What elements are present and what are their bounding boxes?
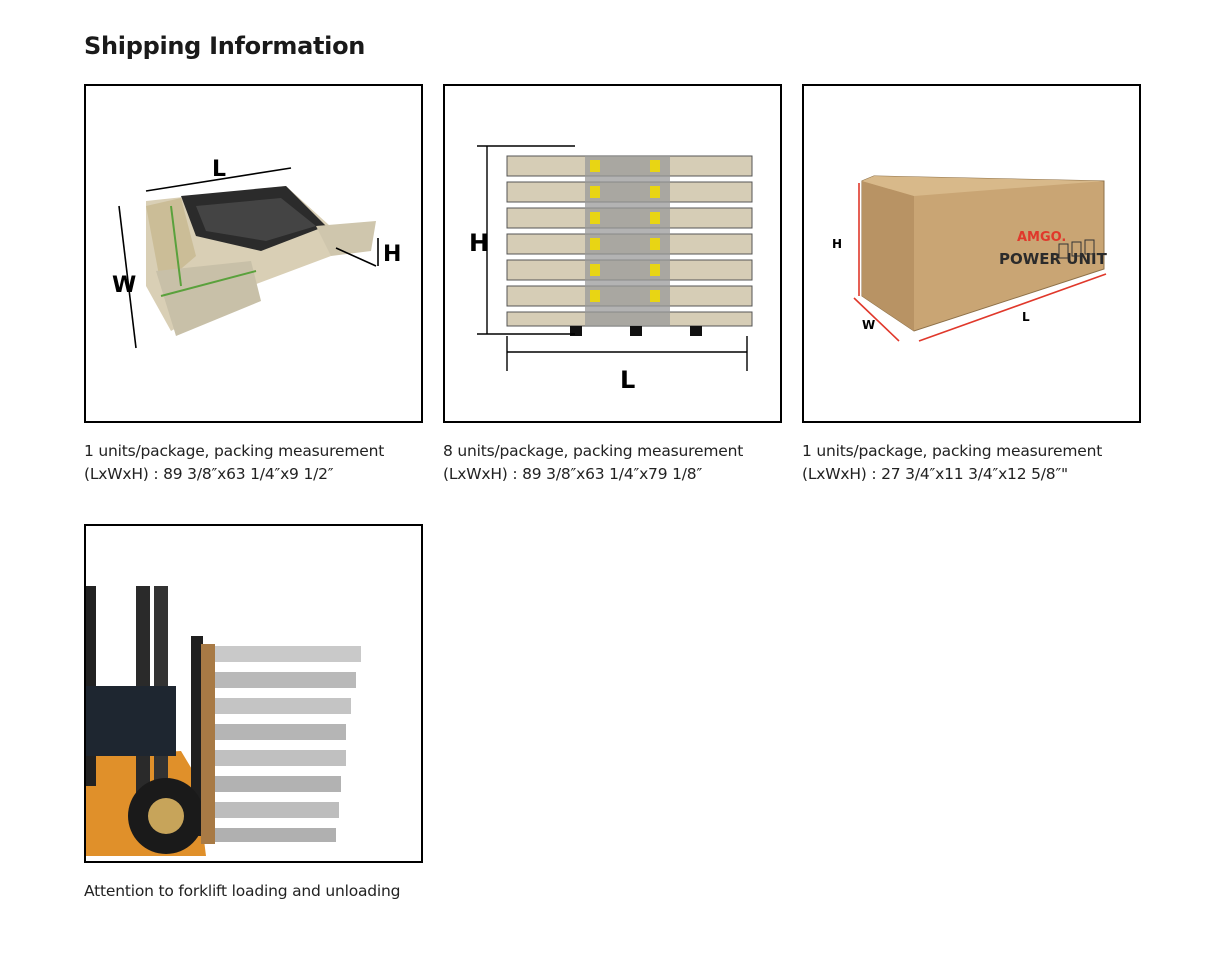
caption-line2: (LxWxH) : 89 3/8″x63 1/4″x9 1/2″ bbox=[84, 465, 334, 483]
caption-line1: 1 units/package, packing measurement bbox=[802, 442, 1103, 460]
shipping-card-pallet: H L 8 units/package, packing measurement… bbox=[443, 84, 782, 486]
shipping-card-forklift: Attention to forklift loading and unload… bbox=[84, 524, 423, 903]
label-width: W bbox=[862, 318, 875, 332]
section-title: Shipping Information bbox=[84, 32, 366, 60]
caption-line1: 8 units/package, packing measurement bbox=[443, 442, 744, 460]
caption: Attention to forklift loading and unload… bbox=[84, 880, 423, 903]
label-length: L bbox=[620, 366, 635, 394]
package-image[interactable]: H L bbox=[443, 84, 782, 423]
caption-line1: Attention to forklift loading and unload… bbox=[84, 882, 401, 900]
package-image[interactable]: H W L AMGO. POWER UNIT bbox=[802, 84, 1141, 423]
label-height: H bbox=[383, 242, 401, 267]
caption-line2: (LxWxH) : 89 3/8″x63 1/4″x79 1/8″ bbox=[443, 465, 703, 483]
caption-line2: (LxWxH) : 27 3/4″x11 3/4″x12 5/8″" bbox=[802, 465, 1068, 483]
box-brand-logo: AMGO. bbox=[1017, 230, 1066, 245]
forklift-illustration bbox=[86, 586, 361, 856]
caption-line1: 1 units/package, packing measurement bbox=[84, 442, 385, 460]
package-image[interactable]: L W H bbox=[84, 84, 423, 423]
caption: 1 units/package, packing measurement (Lx… bbox=[802, 440, 1141, 486]
package-image[interactable] bbox=[84, 524, 423, 863]
label-length: L bbox=[212, 157, 226, 182]
shipping-card-power-unit: H W L AMGO. POWER UNIT 1 units/package, … bbox=[802, 84, 1141, 486]
label-width: W bbox=[112, 273, 136, 298]
label-height: H bbox=[832, 237, 842, 251]
label-length: L bbox=[1022, 310, 1030, 324]
power-unit-box-illustration: H W L AMGO. POWER UNIT bbox=[832, 175, 1108, 342]
shipping-card-single-package: L W H 1 units/package, packing measureme… bbox=[84, 84, 423, 486]
single-package-illustration: L W H bbox=[112, 157, 401, 349]
caption: 1 units/package, packing measurement (Lx… bbox=[84, 440, 423, 486]
label-height: H bbox=[469, 229, 489, 257]
pallet-illustration: H L bbox=[469, 145, 753, 394]
caption: 8 units/package, packing measurement (Lx… bbox=[443, 440, 782, 486]
box-label: POWER UNIT bbox=[999, 250, 1108, 268]
pallet-stack bbox=[506, 155, 753, 336]
